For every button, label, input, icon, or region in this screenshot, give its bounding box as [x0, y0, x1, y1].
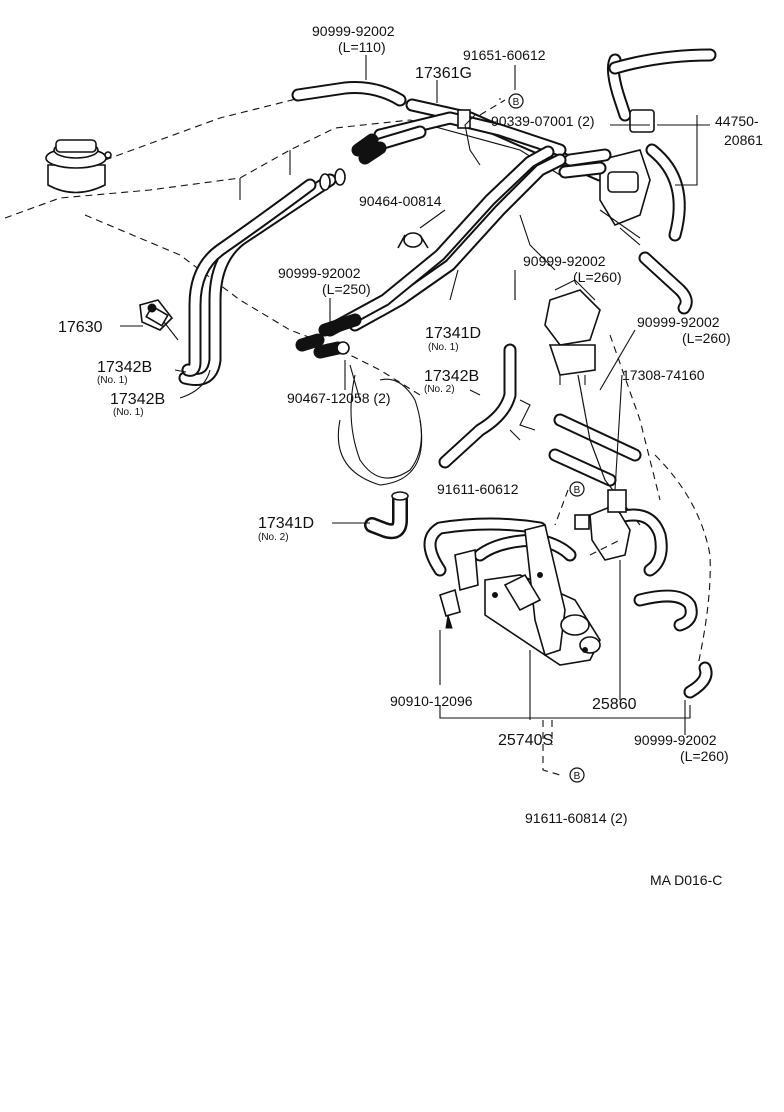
label-90999-92002-c: 90999-92002: [278, 265, 361, 281]
vsv-25860: [574, 489, 631, 561]
label-90999-92002-e-length: (L=260): [680, 748, 729, 764]
label-17342b-b-sub: (No. 1): [113, 407, 144, 418]
svg-text:B: B: [574, 771, 581, 782]
label-17342b-no2-sub: (No. 2): [424, 384, 455, 395]
label-17308-74160: 17308-74160: [622, 367, 705, 383]
small-pipe-connectors: [295, 133, 429, 359]
vsv-assembly-top-right: [558, 48, 717, 315]
sensor-17630: [139, 299, 179, 341]
ref-marker-b-3: B: [569, 767, 585, 783]
label-25860: 25860: [592, 696, 637, 713]
svg-text:B: B: [513, 97, 520, 108]
label-90999-92002-d: 90999-92002: [637, 314, 720, 330]
label-17361g: 17361G: [415, 65, 472, 82]
label-17342b-a-sub: (No. 1): [97, 375, 128, 386]
label-44750-line1: 44750-: [715, 113, 759, 129]
label-17342b-b: 17342B: [110, 391, 165, 408]
label-90339-07001: 90339-07001 (2): [491, 113, 595, 129]
label-91651-60612: 91651-60612: [463, 47, 546, 63]
label-44750-line2: 20861: [724, 132, 763, 148]
label-17341d-no2-sub: (No. 2): [258, 532, 289, 543]
label-90467-12058: 90467-12058 (2): [287, 390, 391, 406]
label-17342b-a: 17342B: [97, 359, 152, 376]
label-90999-92002-b: 90999-92002: [523, 253, 606, 269]
label-90999-92002-c-length: (L=250): [322, 281, 371, 297]
hose-90999-92002-l250: [318, 313, 362, 337]
vacuum-canister: [45, 97, 301, 194]
callout-leaders: [120, 55, 710, 735]
label-17341d-no1-sub: (No. 1): [428, 342, 459, 353]
label-90999-92002-a-length: (L=110): [338, 39, 386, 55]
label-91611-60612: 91611-60612: [437, 481, 519, 497]
label-91611-60814: 91611-60814 (2): [525, 810, 627, 826]
throttle-body: [544, 279, 601, 385]
diagram-code: MA D016-C: [650, 872, 722, 888]
label-90999-92002-b-length: (L=260): [573, 269, 622, 285]
label-90464-00814: 90464-00814: [359, 193, 442, 209]
sensor-90910-12096: [439, 548, 479, 629]
label-90999-92002-a: 90999-92002: [312, 23, 395, 39]
label-17341d-no1: 17341D: [425, 325, 481, 342]
label-90999-92002-d-length: (L=260): [682, 330, 731, 346]
pipe-17308-74160: [548, 374, 642, 526]
hose-17342b-no2: [438, 343, 536, 469]
label-90910-12096: 90910-12096: [390, 693, 473, 709]
hose-17341d-no1: [323, 145, 567, 337]
part-labels: 90999-92002 (L=110) 91651-60612 17361G 9…: [58, 23, 763, 888]
hose-90999-92002-l110: [291, 81, 407, 107]
svg-text:B: B: [574, 485, 581, 496]
label-25740s: 25740S: [498, 732, 553, 749]
vsv-bracket-25740s: [484, 524, 601, 666]
label-17341d-no2: 17341D: [258, 515, 314, 532]
ref-marker-b-1: B: [508, 93, 524, 109]
leader-lines: [499, 98, 711, 776]
ref-marker-b-2: B: [569, 481, 585, 497]
label-90999-92002-e: 90999-92002: [634, 732, 717, 748]
label-17630: 17630: [58, 319, 103, 336]
elbow-17341d-no2: [364, 491, 409, 540]
label-17342b-no2: 17342B: [424, 368, 479, 385]
